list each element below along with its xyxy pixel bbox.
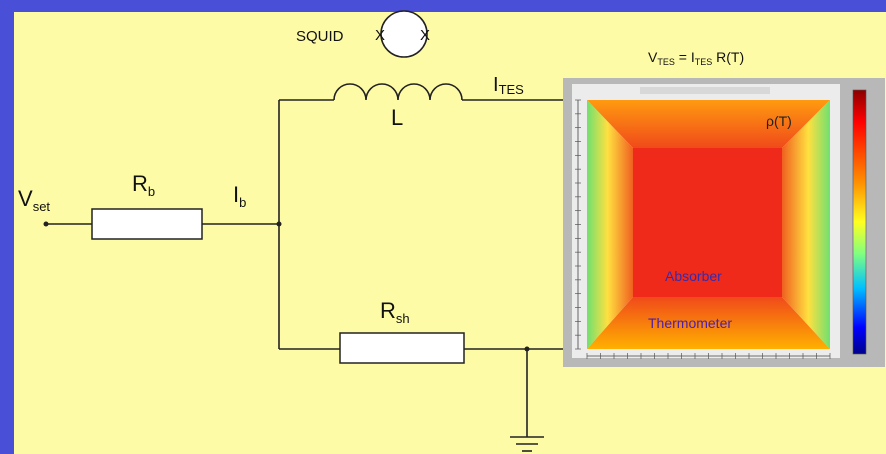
vset-label-sub: set xyxy=(33,199,51,214)
vset-label: Vset xyxy=(18,186,50,214)
eq-rt: R(T) xyxy=(712,49,744,65)
rho-label: ρ(T) xyxy=(766,113,792,129)
ites-label-sub: TES xyxy=(499,82,525,97)
ites-label-main: I xyxy=(493,74,499,96)
ground-symbol xyxy=(510,436,544,452)
inductor-coil xyxy=(333,83,463,101)
tes-current-density-plot: ρ(T) Absorber Thermometer xyxy=(563,78,885,367)
rb-label: Rb xyxy=(132,171,155,199)
squid-junction-left: X xyxy=(375,27,385,44)
squid-ring xyxy=(380,10,428,58)
eq-v-sub: TES xyxy=(657,57,675,67)
rsh-label: Rsh xyxy=(380,298,410,326)
plot-tick-marks xyxy=(575,99,831,359)
thermometer-bottom-region xyxy=(587,297,830,349)
ib-label-sub: b xyxy=(239,195,246,210)
eq-i-sub: TES xyxy=(695,57,713,67)
thermometer-left-region xyxy=(587,100,633,349)
resistor-rb xyxy=(91,208,203,240)
thermometer-right-region xyxy=(782,100,830,349)
eq-mid: = I xyxy=(675,49,695,65)
rb-label-main: R xyxy=(132,171,148,196)
resistor-rsh xyxy=(339,332,465,364)
vset-label-main: V xyxy=(18,186,33,211)
thermometer-label: Thermometer xyxy=(648,315,732,331)
colorbar xyxy=(852,89,867,355)
absorber-label: Absorber xyxy=(665,268,722,284)
rsh-label-main: R xyxy=(380,298,396,323)
ites-label: ITES xyxy=(493,74,524,97)
absorber-region xyxy=(633,148,782,297)
rsh-label-sub: sh xyxy=(396,311,410,326)
plot-title-strip xyxy=(640,87,770,94)
ib-label: Ib xyxy=(233,182,246,210)
squid-junction-right: X xyxy=(420,27,430,44)
inductor-label: L xyxy=(391,105,403,130)
node-shunt xyxy=(524,346,530,352)
eq-v: V xyxy=(648,49,658,65)
node-ib xyxy=(276,221,282,227)
tes-equation: VTES = ITES R(T) xyxy=(648,49,744,67)
ib-label-main: I xyxy=(233,182,239,207)
thermometer-top-region xyxy=(587,100,830,148)
squid-label: SQUID xyxy=(296,28,344,45)
vset-terminal xyxy=(43,221,49,227)
rb-label-sub: b xyxy=(148,184,155,199)
